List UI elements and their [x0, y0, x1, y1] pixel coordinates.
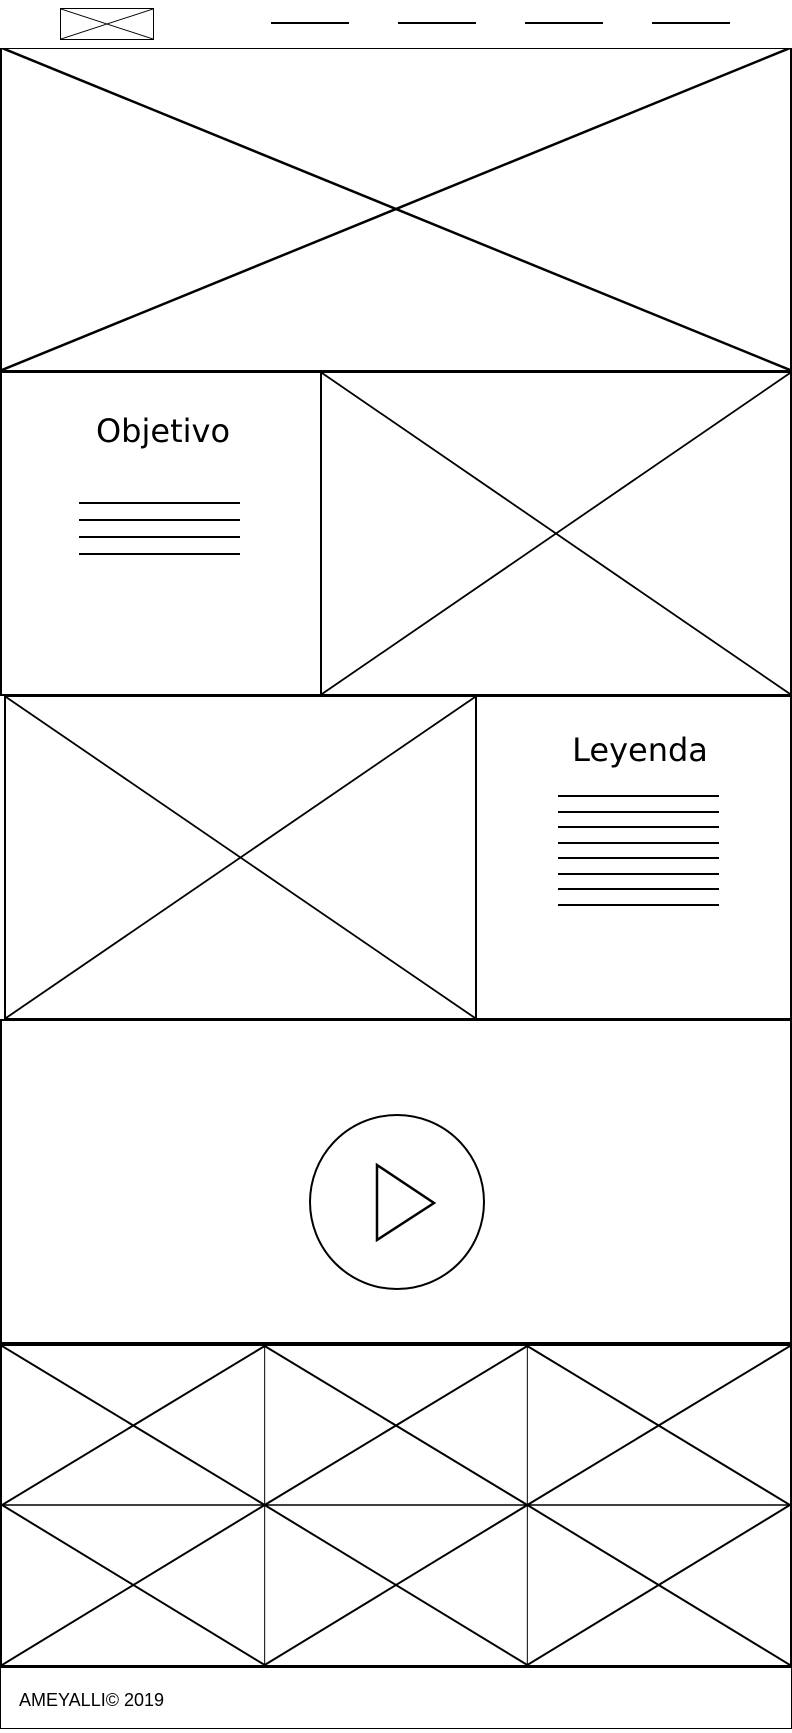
leyenda-panel: Leyenda: [475, 695, 792, 1020]
gallery-image-2[interactable]: [266, 1346, 530, 1507]
nav-link-3[interactable]: [525, 22, 603, 24]
video-player: [0, 1019, 792, 1344]
gallery-image-1[interactable]: [2, 1346, 266, 1507]
objetivo-image-placeholder: [320, 371, 792, 696]
leyenda-text: [558, 795, 719, 906]
leyenda-image-placeholder: [4, 695, 477, 1020]
logo-placeholder[interactable]: [60, 8, 154, 40]
leyenda-title: Leyenda: [572, 731, 708, 769]
gallery-grid: [0, 1344, 792, 1667]
nav-link-1[interactable]: [271, 22, 349, 24]
gallery-image-3[interactable]: [530, 1346, 792, 1507]
nav-link-4[interactable]: [652, 22, 730, 24]
play-icon: [375, 1162, 437, 1243]
navbar: [0, 0, 792, 49]
gallery-image-6[interactable]: [530, 1507, 792, 1669]
gallery-image-5[interactable]: [266, 1507, 530, 1669]
nav-link-2[interactable]: [398, 22, 476, 24]
gallery-image-4[interactable]: [2, 1507, 266, 1669]
play-button[interactable]: [309, 1114, 485, 1290]
hero-image-placeholder: [0, 48, 792, 372]
copyright-text: AMEYALLI© 2019: [19, 1690, 165, 1710]
objetivo-title: Objetivo: [95, 412, 231, 450]
footer: AMEYALLI© 2019: [0, 1667, 792, 1729]
objetivo-text: [79, 502, 240, 555]
objetivo-panel: Objetivo: [0, 371, 322, 696]
